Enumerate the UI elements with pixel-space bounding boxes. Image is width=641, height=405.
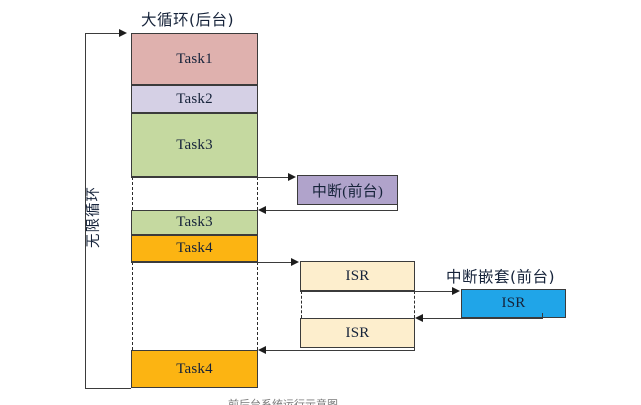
isr-return-drop <box>414 345 415 351</box>
title-background-loop: 大循环(后台) <box>141 11 235 29</box>
figure-caption: 前后台系统运行示意图 <box>228 398 338 405</box>
loop-bracket-bottom <box>85 388 131 389</box>
arrow-line-nested-isr-return <box>423 318 543 319</box>
title-nested-interrupt: 中断嵌套(前台) <box>446 268 556 286</box>
isr-suspend-band-top <box>300 291 415 292</box>
arrow-line-interrupt-return <box>266 210 398 211</box>
suspend-band-top-2 <box>131 262 258 263</box>
arrow-line-to-interrupt <box>258 177 290 178</box>
nested-isr-return-drop <box>542 313 543 319</box>
arrow-head-to-nested-isr-icon <box>452 286 460 295</box>
label-infinite-loop: 无限循环 <box>86 186 102 248</box>
isr-block-resume: ISR <box>300 318 415 348</box>
suspend-dash-right-1 <box>256 177 258 210</box>
arrow-head-nested-isr-return-icon <box>415 313 423 322</box>
arrow-line-to-isr <box>258 262 293 263</box>
isr-suspend-dash-right <box>413 291 415 318</box>
loop-bracket-top <box>85 33 121 34</box>
arrow-head-isr-return-icon <box>258 345 266 354</box>
isr-block-first: ISR <box>300 261 415 291</box>
arrow-line-isr-return <box>266 350 415 351</box>
task-block-task3-first: Task3 <box>131 113 258 177</box>
interrupt-return-drop <box>397 205 398 211</box>
arrow-head-to-isr-icon <box>291 257 299 266</box>
interrupt-block-foreground: 中断(前台) <box>297 175 398 205</box>
task-block-task4-first: Task4 <box>131 235 258 262</box>
suspend-band-top-1 <box>131 177 258 178</box>
task-block-task1: Task1 <box>131 33 258 85</box>
suspend-dash-left-2 <box>132 262 134 350</box>
loop-arrow-icon <box>119 28 127 37</box>
task-block-task3-resume: Task3 <box>131 210 258 235</box>
task-block-task4-resume: Task4 <box>131 350 258 388</box>
isr-block-nested: ISR <box>461 289 566 318</box>
loop-bracket-vertical <box>85 33 86 388</box>
arrow-line-to-nested-isr <box>415 291 454 292</box>
suspend-dash-left-1 <box>132 177 134 210</box>
arrow-head-interrupt-return-icon <box>258 205 266 214</box>
task-block-task2: Task2 <box>131 85 258 113</box>
isr-suspend-dash-left <box>301 291 303 318</box>
suspend-dash-right-2 <box>256 262 258 350</box>
arrow-head-to-interrupt-icon <box>288 172 296 181</box>
